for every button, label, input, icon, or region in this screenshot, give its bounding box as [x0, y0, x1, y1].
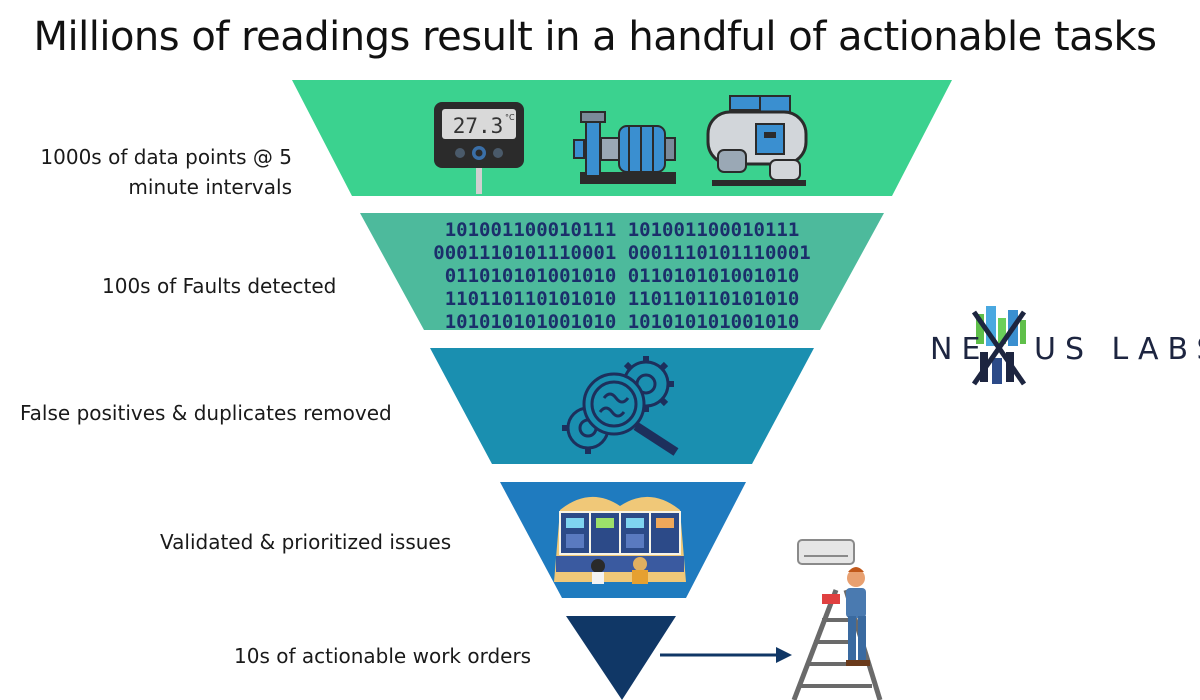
logo-text-left: NE	[930, 332, 989, 367]
stage-label-3: False positives & duplicates removed	[20, 401, 392, 425]
thermometer-icon: 27.3 °C	[434, 102, 524, 194]
page-title: Millions of readings result in a handful…	[33, 14, 1157, 60]
stage-label-4: Validated & prioritized issues	[160, 530, 452, 554]
binary-line: 110110110101010 110110110101010	[445, 288, 800, 310]
compressor-icon	[706, 95, 808, 186]
binary-data-block: 101001100010111 101001100010111 00011101…	[433, 219, 811, 333]
gears-magnifier-icon	[562, 356, 679, 456]
work-order-arrow	[660, 647, 792, 663]
thermometer-reading: 27.3	[453, 114, 504, 138]
stage-label-5: 10s of actionable work orders	[234, 644, 532, 668]
binary-line: 011010101001010 011010101001010	[445, 265, 800, 287]
control-room-icon	[554, 496, 686, 584]
funnel-layer-2	[360, 213, 884, 330]
stage-label-1: 1000s of data points @ 5 minute interval…	[40, 145, 292, 199]
nexus-labs-logo: NE US LABS	[930, 306, 1200, 386]
binary-line: 101010101001010 101010101001010	[445, 311, 800, 333]
binary-line: 0001110101110001 0001110101110001	[433, 242, 811, 264]
logo-text-right: US LABS	[1034, 332, 1200, 367]
air-conditioner-icon	[797, 539, 855, 565]
technician-ladder-icon	[791, 567, 883, 700]
pump-icon	[573, 111, 676, 184]
binary-line: 101001100010111 101001100010111	[445, 219, 800, 241]
funnel-layer-5	[566, 616, 676, 700]
stage-label-2: 100s of Faults detected	[102, 274, 337, 298]
thermometer-unit: °C	[505, 113, 515, 122]
